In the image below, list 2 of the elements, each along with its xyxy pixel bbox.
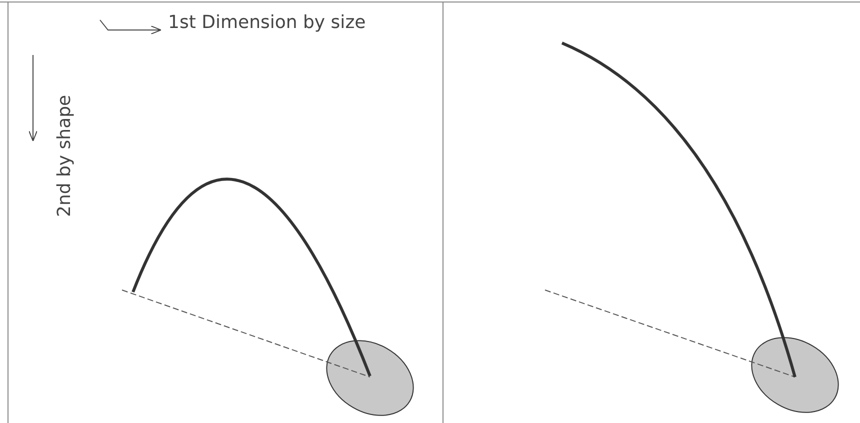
axis-label: 2nd by shape: [54, 94, 76, 217]
axis-label: 1st Dimension by size: [168, 12, 367, 34]
